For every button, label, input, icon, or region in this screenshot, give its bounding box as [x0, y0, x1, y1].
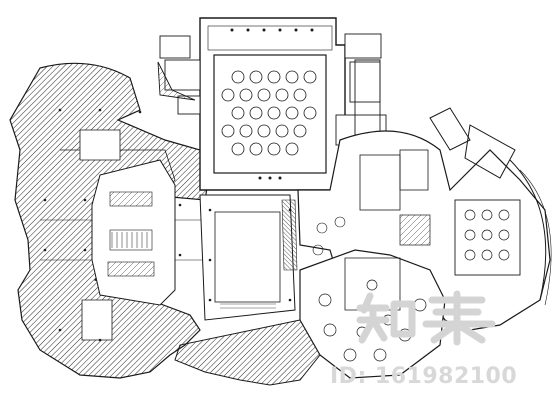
- central-core: [91, 159, 176, 306]
- structural-columns: [43, 108, 292, 342]
- ballroom: [199, 17, 346, 191]
- watermark-id: ID: 161982100: [330, 364, 518, 389]
- watermark-logo: [356, 290, 496, 346]
- ballroom-tables: [221, 70, 317, 156]
- atrium-area: [199, 194, 298, 321]
